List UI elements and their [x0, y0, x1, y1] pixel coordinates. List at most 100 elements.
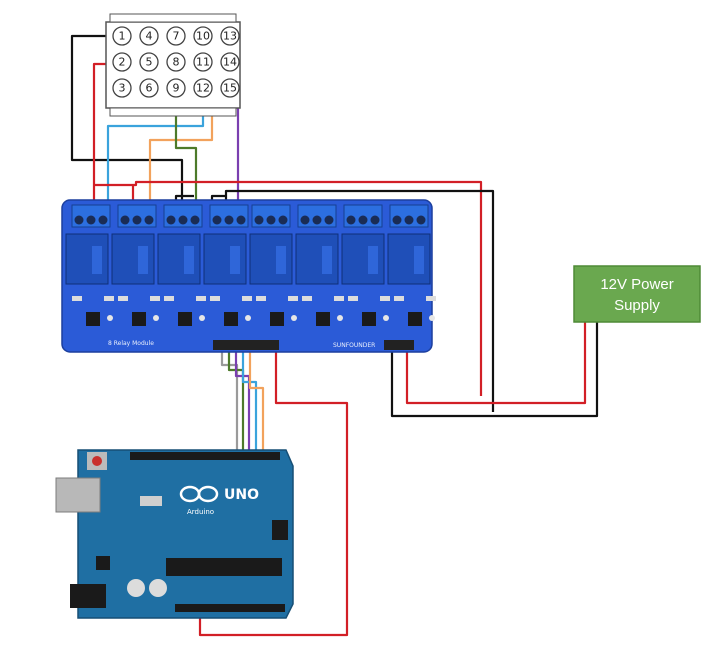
terminal-screw: [224, 215, 234, 225]
connector-pin-label: 7: [173, 30, 180, 43]
led: [383, 315, 389, 321]
connector-pin: [112, 26, 132, 46]
terminal-screw: [144, 215, 154, 225]
power-header: [384, 340, 414, 350]
connector-pin: [112, 78, 132, 98]
relay-label-plate: [368, 246, 378, 274]
connector-pin: [166, 78, 186, 98]
power-supply-label-line1: 12V Power: [600, 276, 673, 293]
optocoupler: [316, 312, 330, 326]
terminal-screw: [254, 215, 264, 225]
capacitor-right: [149, 579, 167, 597]
connector-pin: [166, 26, 186, 46]
relay-block: [111, 233, 155, 285]
voltage-regulator: [96, 556, 110, 570]
connector-pin: [220, 26, 240, 46]
optocoupler: [86, 312, 100, 326]
resistor: [104, 296, 114, 301]
terminal-screw: [358, 215, 368, 225]
power-supply: 12V Power Supply: [573, 265, 701, 323]
connector-pin-label: 2: [119, 56, 126, 69]
optocoupler: [132, 312, 146, 326]
wire-black-relay-psu: [224, 189, 495, 412]
wire-red-relay-psu: [133, 180, 483, 396]
resistor: [288, 296, 298, 301]
crystal: [140, 496, 162, 506]
board-components: [72, 296, 436, 326]
terminal-screw: [346, 215, 356, 225]
arduino-brand: Arduino: [187, 508, 214, 516]
usb-port: [55, 477, 101, 513]
capacitor-left: [127, 579, 145, 597]
optocoupler: [408, 312, 422, 326]
optocoupler: [224, 312, 238, 326]
terminal-screw: [178, 215, 188, 225]
connector-pin-label: 10: [196, 30, 210, 43]
terminal-screw: [416, 215, 426, 225]
connector-pin-label: 15: [223, 82, 237, 95]
resistor: [150, 296, 160, 301]
connector-pin-label: 6: [146, 82, 153, 95]
optocoupler: [362, 312, 376, 326]
connector-pin-label: 11: [196, 56, 210, 69]
relay-label-plate: [276, 246, 286, 274]
led: [291, 315, 297, 321]
relay-module-label: 8 Relay Module: [108, 340, 154, 347]
connector-pin: [139, 26, 159, 46]
resistor: [380, 296, 390, 301]
wire-green-pin9: [174, 90, 198, 225]
terminal-screw: [404, 215, 414, 225]
resistor: [334, 296, 344, 301]
connector-pin-label: 9: [173, 82, 180, 95]
power-supply-label-line2: Supply: [614, 297, 660, 314]
power-jack: [70, 584, 106, 608]
arduino-board: [77, 449, 294, 619]
arduino-model: UNO: [224, 487, 259, 503]
optocoupler: [270, 312, 284, 326]
arduino-uno: UNO Arduino: [55, 449, 294, 619]
relay-label-plate: [92, 246, 102, 274]
connector-pin-label: 5: [146, 56, 153, 69]
relay-label-plate: [322, 246, 332, 274]
analog-header: [175, 604, 285, 612]
terminal-screw: [190, 215, 200, 225]
terminal-screw: [166, 215, 176, 225]
relay-blocks: [65, 233, 431, 285]
connector-pin-label: 13: [223, 30, 237, 43]
terminal-screw: [266, 215, 276, 225]
connector-pin-label: 8: [173, 56, 180, 69]
resistor: [72, 296, 82, 301]
connector-pin-label: 1: [119, 30, 126, 43]
terminal-screw: [120, 215, 130, 225]
terminal-screw: [236, 215, 246, 225]
resistor: [302, 296, 312, 301]
relay-module: 8 Relay Module SUNFOUNDER: [61, 199, 436, 353]
relay-label-plate: [414, 246, 424, 274]
wire-red-vcc: [198, 345, 349, 637]
connector-pin: [193, 78, 213, 98]
connector-pin-label: 12: [196, 82, 210, 95]
wire-black-module-psu: [390, 322, 599, 418]
terminal-screw: [212, 215, 222, 225]
connector-pin-label: 14: [223, 56, 237, 69]
connector-pin: [139, 52, 159, 72]
led: [107, 315, 113, 321]
relay-label-plate: [184, 246, 194, 274]
resistor: [118, 296, 128, 301]
connector-pin: [220, 78, 240, 98]
terminal-screw: [324, 215, 334, 225]
relay-module-brand: SUNFOUNDER: [333, 342, 375, 349]
terminal-screw: [98, 215, 108, 225]
connector-pin-label: 3: [119, 82, 126, 95]
terminal-screw: [300, 215, 310, 225]
resistor: [196, 296, 206, 301]
resistor: [242, 296, 252, 301]
resistor: [394, 296, 404, 301]
led: [429, 315, 435, 321]
relay-label-plate: [138, 246, 148, 274]
led: [199, 315, 205, 321]
resistor: [210, 296, 220, 301]
